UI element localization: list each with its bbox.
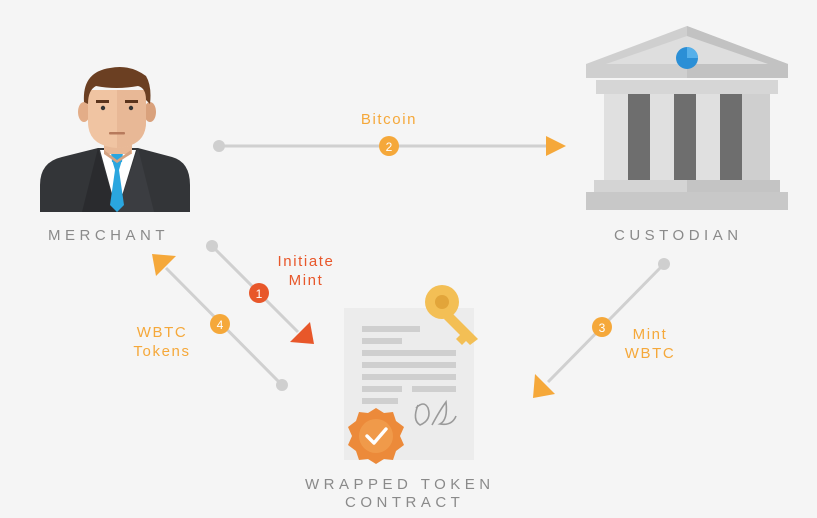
- contract-label-line2: CONTRACT: [345, 494, 465, 511]
- signature-icon: [414, 399, 457, 426]
- key-icon: [425, 285, 478, 345]
- step-badge-3: 3: [592, 317, 612, 337]
- step-label-4-line2: Tokens: [133, 343, 191, 360]
- custodian-bank-icon: [586, 26, 788, 210]
- step-label-4: WBTC Tokens: [112, 323, 212, 361]
- step-label-3: Mint WBTC: [600, 325, 700, 363]
- arrowhead-step-3: [533, 374, 555, 398]
- step-label-1: Initiate Mint: [256, 252, 356, 290]
- step-label-4-line1: WBTC: [136, 324, 188, 341]
- arrowhead-step-2: [546, 136, 566, 156]
- contract-label-line1: WRAPPED TOKEN: [305, 476, 495, 493]
- step-label-2-line1: Bitcoin: [360, 111, 418, 128]
- step-number-1: 1: [256, 287, 263, 301]
- arrowhead-step-4: [152, 254, 176, 276]
- step-badge-1: 1: [249, 283, 269, 303]
- step-label-3-line2: WBTC: [624, 345, 676, 362]
- custodian-label: CUSTODIAN: [614, 227, 743, 244]
- merchant-label: MERCHANT: [48, 227, 169, 244]
- step-label-3-line1: Mint: [632, 326, 668, 343]
- merchant-person-icon: [40, 67, 190, 212]
- step-label-1-line2: Mint: [288, 272, 324, 289]
- step-label-1-line1: Initiate: [277, 253, 335, 270]
- step-label-2: Bitcoin: [339, 110, 439, 129]
- step-badge-4: 4: [210, 314, 230, 334]
- verified-badge-icon: [348, 408, 404, 464]
- step-number-2: 2: [386, 140, 393, 154]
- arrowhead-step-1: [290, 322, 314, 344]
- step-number-4: 4: [217, 318, 224, 332]
- step-number-3: 3: [599, 321, 606, 335]
- step-badge-2: 2: [379, 136, 399, 156]
